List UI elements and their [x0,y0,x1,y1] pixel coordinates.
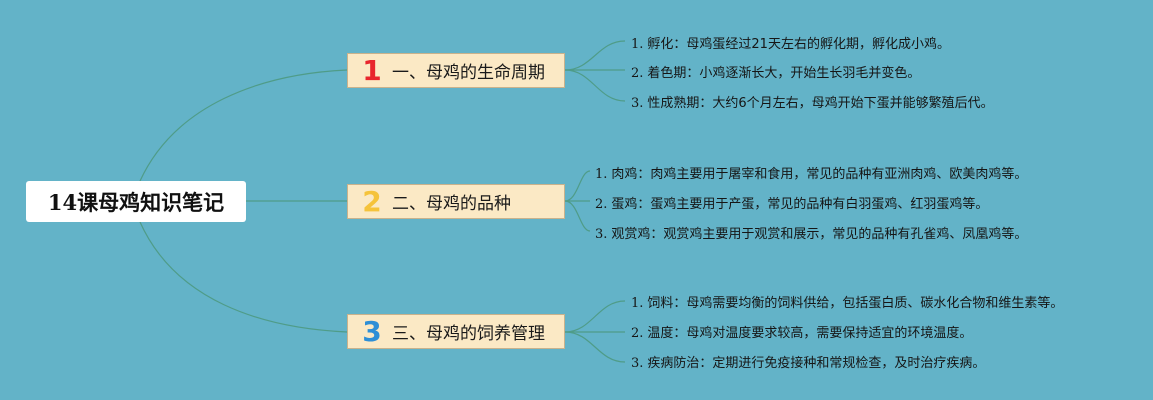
leaf-text: 观赏鸡：观赏鸡主要用于观赏和展示，常见的品种有孔雀鸡、凤凰鸡等。 [611,227,1028,242]
leaf-text: 疾病防治：定期进行免疫接种和常规检查，及时治疗疾病。 [647,356,986,371]
leaf-3-1[interactable]: 1.饲料：母鸡需要均衡的饲料供给，包括蛋白质、碳水化合物和维生素等。 [631,292,1063,311]
branch-label-1: 一、母鸡的生命周期 [392,63,545,83]
leaf-text: 孵化：母鸡蛋经过21天左右的孵化期，孵化成小鸡。 [647,37,950,52]
number-badge-1: 1 [362,53,382,87]
leaf-text: 饲料：母鸡需要均衡的饲料供给，包括蛋白质、碳水化合物和维生素等。 [647,296,1064,311]
leaf-1-1[interactable]: 1.孵化：母鸡蛋经过21天左右的孵化期，孵化成小鸡。 [631,33,950,52]
branch-node-1[interactable]: 1 一、母鸡的生命周期 [347,53,565,88]
leaf-number: 3. [595,227,608,242]
leaf-1-3[interactable]: 3.性成熟期：大约6个月左右，母鸡开始下蛋并能够繁殖后代。 [631,92,994,111]
leaf-2-1[interactable]: 1.肉鸡：肉鸡主要用于屠宰和食用，常见的品种有亚洲肉鸡、欧美肉鸡等。 [595,163,1027,182]
number-badge-2: 2 [362,184,382,218]
branch-label-2: 二、母鸡的品种 [392,194,511,214]
leaf-3-3[interactable]: 3.疾病防治：定期进行免疫接种和常规检查，及时治疗疾病。 [631,352,985,371]
leaf-number: 1. [595,167,608,182]
leaf-2-2[interactable]: 2.蛋鸡：蛋鸡主要用于产蛋，常见的品种有白羽蛋鸡、红羽蛋鸡等。 [595,193,988,212]
leaf-text: 肉鸡：肉鸡主要用于屠宰和食用，常见的品种有亚洲肉鸡、欧美肉鸡等。 [611,167,1028,182]
leaf-text: 蛋鸡：蛋鸡主要用于产蛋，常见的品种有白羽蛋鸡、红羽蛋鸡等。 [611,197,989,212]
branch-label-3: 三、母鸡的饲养管理 [392,324,545,344]
leaf-1-2[interactable]: 2.着色期：小鸡逐渐长大，开始生长羽毛并变色。 [631,62,920,81]
leaf-number: 2. [631,326,644,341]
branch-node-3[interactable]: 3 三、母鸡的饲养管理 [347,314,565,349]
root-node[interactable]: 14课母鸡知识笔记 [26,181,246,222]
leaf-number: 1. [631,296,644,311]
leaf-3-2[interactable]: 2.温度：母鸡对温度要求较高，需要保持适宜的环境温度。 [631,322,972,341]
leaf-text: 性成熟期：大约6个月左右，母鸡开始下蛋并能够繁殖后代。 [647,96,994,111]
leaf-2-3[interactable]: 3.观赏鸡：观赏鸡主要用于观赏和展示，常见的品种有孔雀鸡、凤凰鸡等。 [595,223,1027,242]
leaf-text: 着色期：小鸡逐渐长大，开始生长羽毛并变色。 [647,66,921,81]
leaf-number: 2. [631,66,644,81]
leaf-number: 3. [631,356,644,371]
leaf-text: 温度：母鸡对温度要求较高，需要保持适宜的环境温度。 [647,326,973,341]
root-label: 14课母鸡知识笔记 [47,189,225,215]
number-badge-3: 3 [362,314,382,348]
leaf-number: 3. [631,96,644,111]
leaf-number: 1. [631,37,644,52]
branch-node-2[interactable]: 2 二、母鸡的品种 [347,184,565,219]
leaf-number: 2. [595,197,608,212]
